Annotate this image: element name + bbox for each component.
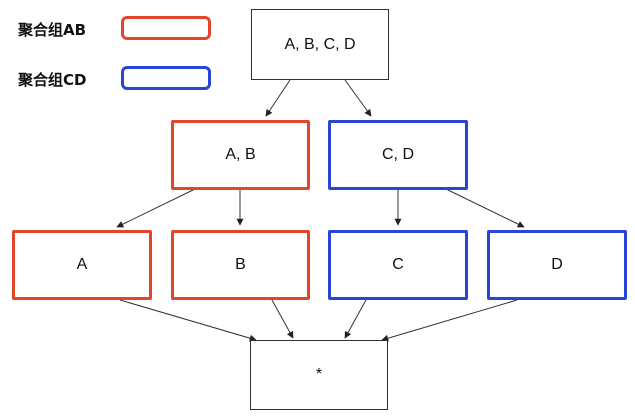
edge-abcd-ab: [265, 79, 291, 117]
edge-b-star: [271, 299, 294, 339]
legend-swatch-ab: [121, 16, 211, 40]
node-cd: C, D: [328, 120, 468, 190]
node-abcd: A, B, C, D: [251, 9, 389, 80]
edge-ab-a: [116, 188, 196, 228]
legend-label-ab: 聚合组AB: [18, 21, 87, 39]
edge-d-star: [381, 299, 518, 342]
edge-abcd-cd: [344, 79, 372, 117]
node-d: D: [487, 230, 627, 300]
node-a: A: [12, 230, 152, 300]
edge-a-star: [119, 299, 257, 342]
node-b: B: [171, 230, 310, 300]
edge-c-star: [344, 299, 367, 339]
node-c: C: [328, 230, 468, 300]
legend-swatch-cd: [121, 66, 211, 90]
legend-label-cd: 聚合组CD: [18, 71, 87, 89]
node-star: *: [250, 340, 388, 410]
node-ab: A, B: [171, 120, 310, 190]
edge-cd-d: [445, 188, 525, 228]
